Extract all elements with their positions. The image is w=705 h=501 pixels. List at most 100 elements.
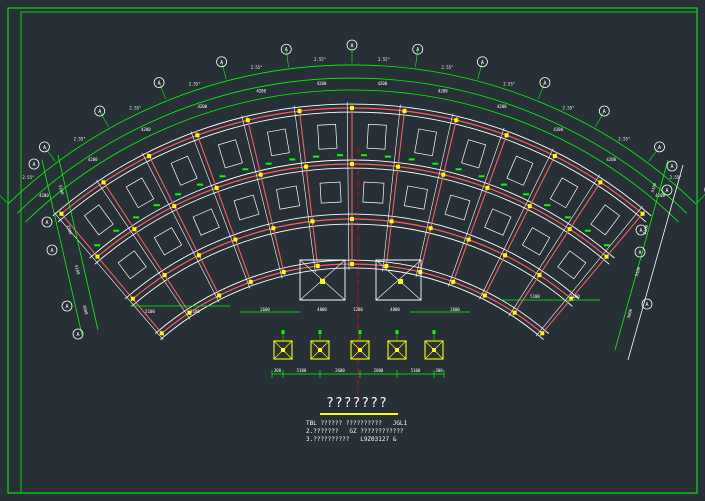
angle-dim-label: 2.55° [74, 137, 86, 142]
beam-radial [58, 210, 165, 337]
room-outline [362, 181, 385, 204]
wall-radial [346, 102, 350, 271]
angle-dim-label: 2.55° [22, 175, 34, 180]
foundation-pad [350, 340, 370, 360]
span-dim-label: 4200 [88, 157, 98, 162]
room-outline [83, 204, 114, 236]
column [59, 211, 64, 216]
column [540, 331, 545, 336]
dimension-arc-1 [16, 77, 688, 214]
annotation-tick [113, 229, 120, 232]
wall-radial [241, 115, 283, 279]
axis-leader [158, 82, 167, 100]
room-outline [590, 204, 621, 236]
column [304, 164, 309, 169]
column [640, 211, 645, 216]
column [248, 279, 253, 284]
right-dim-line-2 [614, 159, 669, 351]
left-dim-label: 5100 [58, 184, 65, 195]
pad-marker [432, 330, 436, 334]
axis-leader [415, 49, 419, 68]
column [159, 331, 164, 336]
annotation-tick [384, 155, 391, 158]
axis-bubble-right [635, 224, 647, 236]
note-line-3: 3.?????????? L9Z03127 & [306, 436, 396, 443]
right-dim-label: 5100 [634, 266, 642, 277]
span-dim-label: 4200 [317, 81, 327, 86]
drawing-title: ??????? [326, 396, 388, 411]
axis-bubble [412, 43, 424, 55]
annotation-tick [432, 162, 439, 165]
axis-bubble-left [28, 158, 40, 170]
column [245, 118, 250, 123]
column [350, 162, 354, 166]
note-2-right: GZ ???????????? [349, 428, 404, 435]
annotation-tick [603, 244, 610, 247]
wall-radial [96, 179, 191, 320]
column [350, 262, 354, 266]
wall-radial [190, 131, 251, 289]
beam-radial [539, 210, 646, 337]
bottom-dim-label: 2600 [335, 368, 345, 373]
axis-bubble-left [72, 328, 84, 340]
wall-radial [535, 205, 643, 337]
room-outline [366, 123, 387, 150]
right-dim-label: 2100 [642, 224, 650, 235]
right-dim-label: 5100 [650, 182, 658, 193]
room-outline [461, 139, 487, 169]
annotation-tick [153, 204, 160, 207]
pad-column [395, 348, 399, 352]
axis-leader [648, 146, 660, 162]
column [398, 279, 403, 284]
wall-radial [448, 127, 505, 287]
column [466, 237, 471, 242]
column [132, 227, 137, 232]
pad-column [281, 348, 285, 352]
span-dim-label: 4200 [256, 89, 266, 94]
axis-bubble-right [634, 246, 646, 258]
axis-bubble-label: A [45, 220, 48, 226]
wall-radial [508, 174, 600, 317]
note-line-1: TBL ?????? ?????????? JGL1 [306, 420, 407, 427]
annotation-tick [175, 193, 182, 196]
room-outline [444, 194, 471, 221]
room-outline [317, 123, 338, 150]
axis-bubble-label: A [32, 162, 35, 168]
column [512, 310, 517, 315]
left-dim-label: 5100 [74, 264, 81, 275]
span-dim-label: 4200 [197, 104, 207, 109]
column [569, 296, 574, 301]
center-dim-label: 1200 [353, 307, 363, 312]
axis-bubble [216, 56, 228, 68]
axis-bubble-label: A [638, 250, 641, 256]
title-underline [320, 413, 398, 415]
column [527, 204, 532, 209]
axis-leader [595, 110, 605, 127]
axis-bubble-left [46, 244, 58, 256]
angle-dim-label: 2.55° [129, 105, 141, 110]
annotation-tick [219, 175, 226, 178]
frame-inner [20, 11, 698, 494]
column [428, 226, 433, 231]
column [130, 296, 135, 301]
axis-bubble-right [666, 160, 678, 172]
span-dim-label: 4200 [378, 81, 388, 86]
room-outline [117, 250, 147, 280]
axis-bubble-label: A [481, 60, 484, 66]
axis-bubble-label: A [416, 47, 419, 53]
column [187, 310, 192, 315]
axis-bubble-label: A [645, 302, 648, 308]
span-dim-label: 4200 [39, 193, 49, 198]
angle-dim-label: 2.55° [441, 65, 453, 70]
bottom-dim-label: 300 [435, 368, 443, 373]
axis-bubble-label: A [158, 81, 161, 87]
axis-bubble-label: A [543, 81, 546, 87]
room-outline [557, 250, 587, 280]
pad-column [318, 348, 322, 352]
beam-radial [451, 131, 509, 286]
wing-dim-label: 2100 [570, 294, 580, 299]
axis-bubble-label: A [603, 109, 606, 115]
annotation-tick [289, 158, 296, 161]
